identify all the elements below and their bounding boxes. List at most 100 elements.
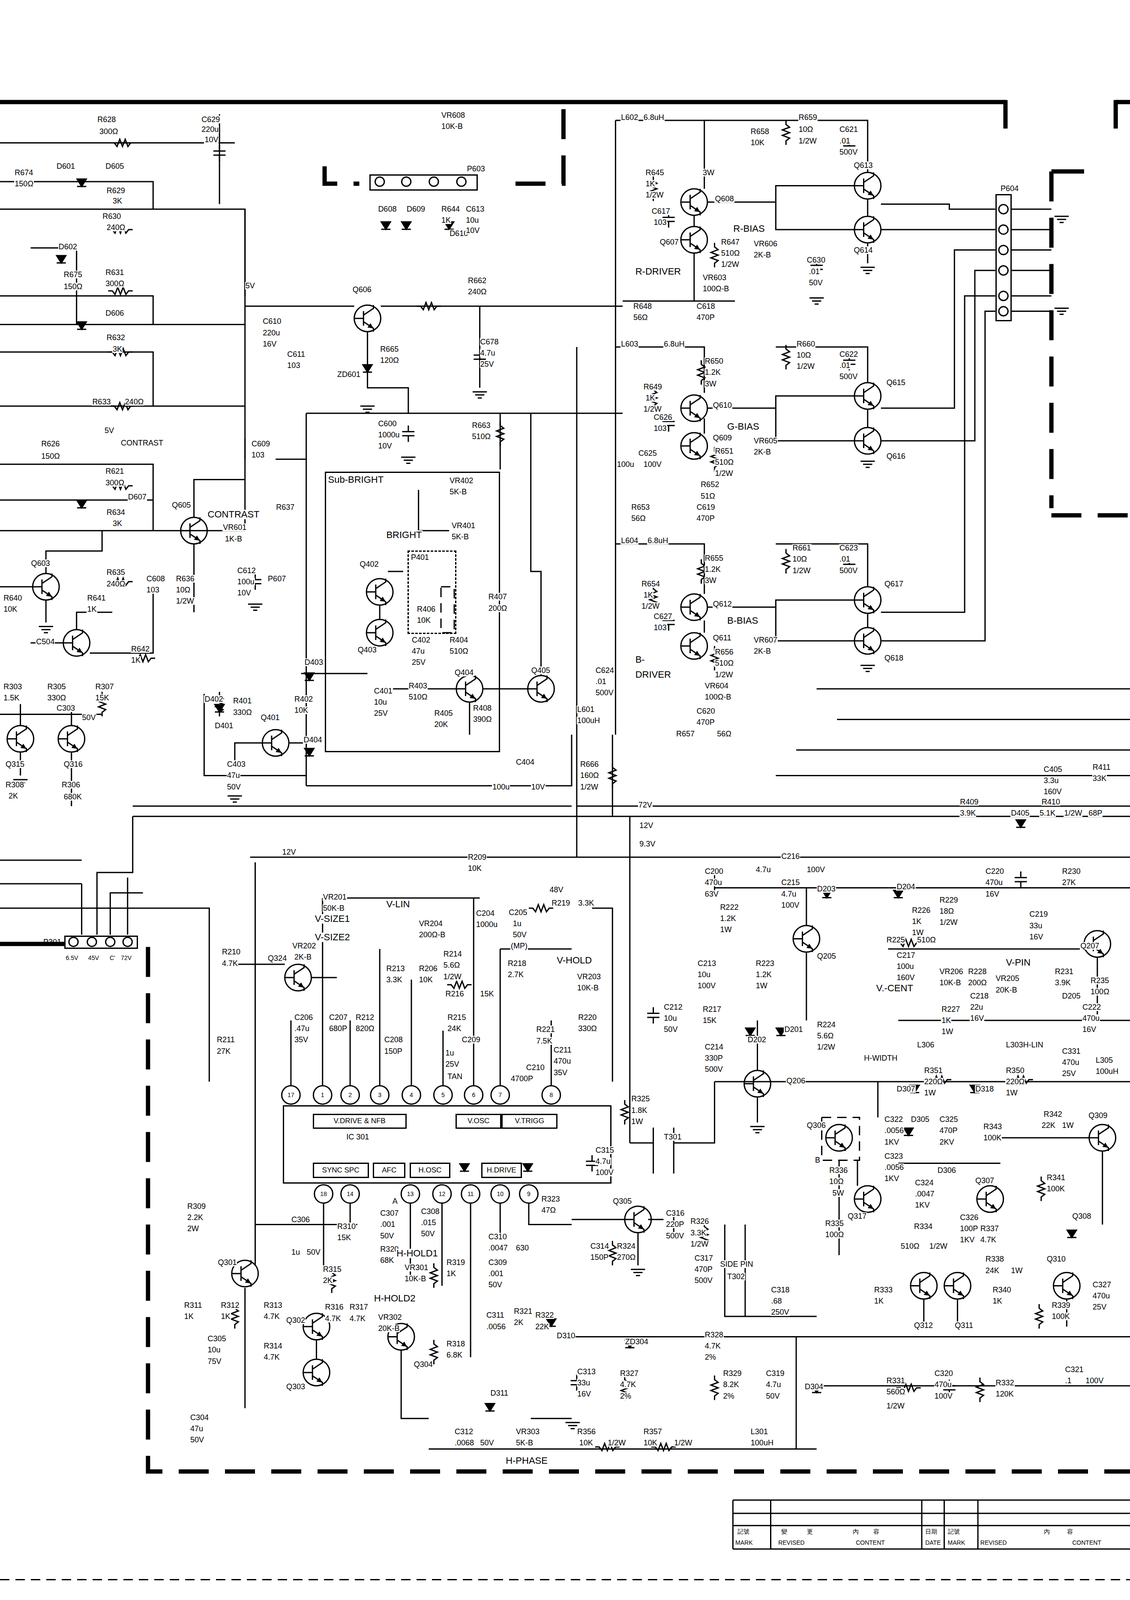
component-label: 10Ω: [796, 351, 812, 360]
wire: [132, 815, 1130, 818]
component-label: 5W: [831, 1189, 845, 1198]
wire: [592, 908, 613, 1083]
component-label: C331: [1061, 1047, 1081, 1056]
component-label: .001: [488, 1270, 504, 1278]
wire: [418, 489, 450, 531]
ic-pin-circle: [341, 1086, 360, 1105]
pin-number: 14: [346, 1191, 354, 1198]
transistor-leads: [680, 395, 701, 422]
capacitor-symbol: [1020, 881, 1022, 888]
capacitor-symbol: [218, 144, 221, 151]
wire: [96, 816, 133, 936]
component-label: R630: [101, 212, 122, 221]
transistor-body: [366, 578, 393, 606]
component-label: Q614: [853, 246, 873, 255]
component-label: Q611: [712, 634, 732, 642]
wire: [866, 613, 869, 628]
wire: [881, 250, 996, 409]
component-label: 4.7K: [324, 1315, 342, 1323]
component-label: 4.7K: [221, 959, 239, 968]
component-label: V-PIN: [1005, 958, 1031, 968]
ic-pin-circle: [313, 1086, 332, 1105]
component-label: R411: [1092, 763, 1112, 772]
component-label: 630: [515, 1244, 530, 1253]
component-label: 10Ω: [175, 586, 191, 594]
component-label: Q402: [359, 560, 380, 569]
component-label: R343: [983, 1123, 1003, 1131]
component-label: R404: [449, 636, 469, 645]
wire: [0, 142, 235, 144]
component-label: P607: [267, 575, 287, 583]
frame-dashed-line: [1051, 513, 1130, 518]
component-label: C327: [1092, 1281, 1112, 1289]
component-label: 250V: [770, 1308, 790, 1317]
ic-pin-circle: [370, 1086, 390, 1105]
component-label: 5.6Ω: [443, 961, 461, 970]
frame-line: [0, 99, 1130, 945]
component-label: 220u: [262, 329, 281, 337]
resistor-symbol: [98, 120, 1045, 1451]
wire: [0, 209, 246, 531]
emitter-arrow: [20, 743, 27, 750]
diode-symbol: [56, 255, 66, 264]
component-label: 4.7K: [619, 1381, 637, 1389]
component-label: 3.3K: [385, 976, 403, 984]
component-label: 2.7K: [507, 971, 525, 979]
wire: [499, 949, 501, 1086]
component-label: Q613: [853, 161, 873, 170]
component-label: 2%: [619, 1392, 632, 1401]
component-label: Q301: [217, 1258, 237, 1267]
ground-symbol: [1057, 310, 1067, 312]
component-label: 12V: [281, 848, 297, 857]
wire: [714, 887, 888, 889]
component-label: 1W: [719, 926, 732, 934]
outlined-box: P401: [407, 550, 457, 635]
component-label: C624: [595, 666, 615, 675]
component-label: Q610: [712, 401, 733, 410]
component-label: R633: [91, 398, 111, 406]
component-label: 1/2W: [929, 1242, 948, 1251]
diode-symbol: [304, 748, 314, 756]
component-label: R407: [488, 593, 508, 601]
component-label: VR606: [753, 239, 778, 248]
component-label: C325: [939, 1115, 959, 1124]
component-label: CONTENT: [855, 1540, 886, 1547]
component-label: R309: [186, 1202, 207, 1211]
transistor-body: [7, 725, 34, 753]
component-label: R655: [704, 554, 724, 563]
component-label: VR302: [377, 1313, 402, 1322]
connector-pin: [401, 176, 411, 186]
wire: [622, 300, 735, 302]
component-label: R323: [541, 1195, 561, 1204]
component-label: C629: [200, 115, 221, 124]
component-label: 100uH: [750, 1439, 774, 1448]
component-label: R632: [106, 333, 126, 342]
component-label: 1/2W: [579, 783, 599, 792]
diode-symbol: [893, 890, 903, 898]
component-label: V-LIN: [385, 899, 411, 910]
pin-number: 5: [440, 1092, 446, 1099]
transistor-symbol: [366, 619, 393, 647]
component-label: C217: [896, 951, 916, 960]
component-label: C305: [207, 1335, 227, 1343]
transistor-symbol: [354, 305, 381, 332]
component-label: C619: [696, 503, 716, 512]
component-label: Q303: [285, 1383, 306, 1391]
component-label: 2KV: [939, 1138, 955, 1147]
component-label: 470P: [696, 718, 716, 727]
component-label: R409: [959, 798, 979, 807]
component-label: 470u: [934, 1381, 953, 1389]
component-label: C618: [696, 302, 716, 311]
component-label: 25V: [1061, 1070, 1077, 1078]
wire: [732, 1500, 734, 1550]
transistor-group: [7, 172, 1116, 1387]
component-label: 容: [1066, 1528, 1074, 1535]
ic-pin-circle: [314, 1185, 333, 1204]
component-label: SIDE PIN: [719, 1260, 754, 1269]
component-label: C401: [373, 687, 393, 696]
component-label: VR604: [704, 682, 729, 690]
component-label: 470u: [704, 878, 723, 887]
transistor-body: [32, 573, 60, 601]
component-label: C627: [653, 612, 673, 621]
